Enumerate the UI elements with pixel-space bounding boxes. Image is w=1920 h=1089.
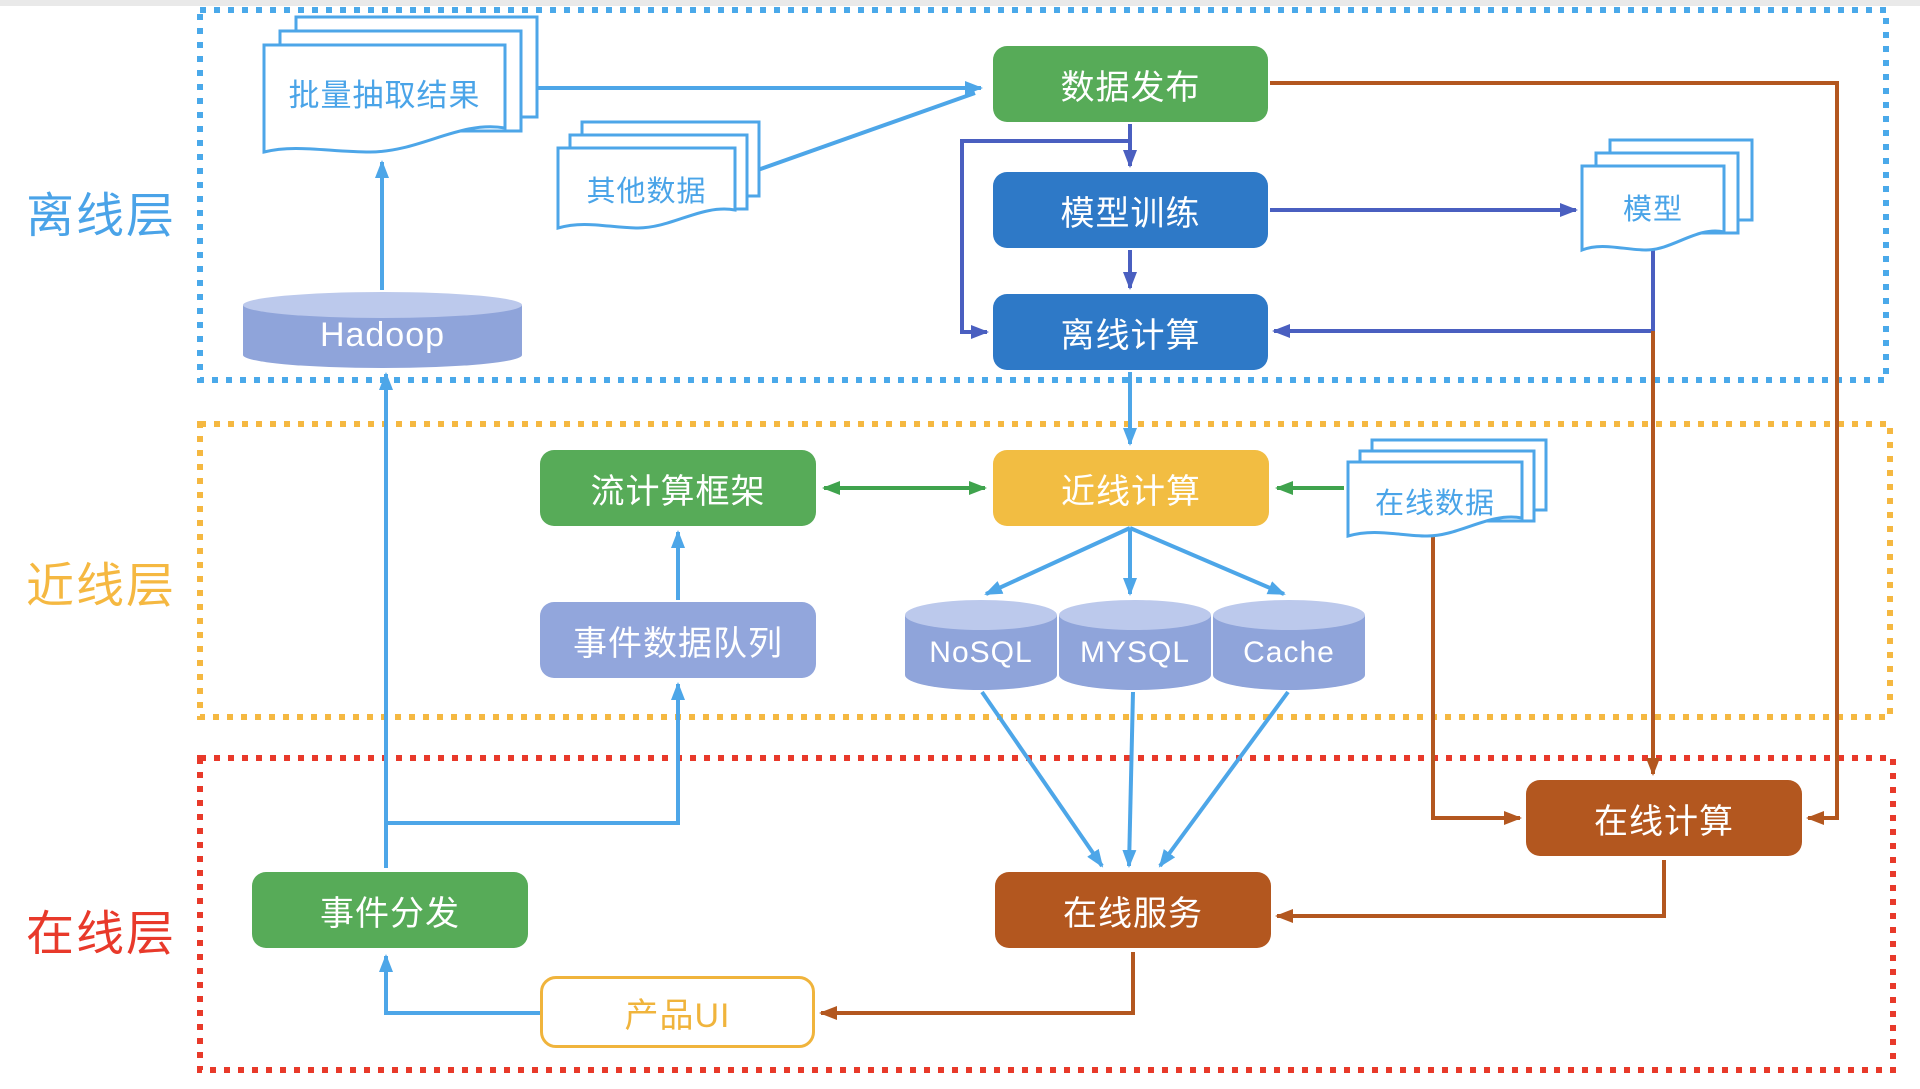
mysql-label: MYSQL: [1079, 636, 1191, 669]
batch-doc-label: 批量抽取结果: [288, 78, 481, 113]
edge-dispatch-to-eventqueue: [386, 682, 685, 825]
light-blue-edges: [375, 81, 1290, 1015]
edge-mysql-to-service: [1122, 691, 1137, 868]
node-online-service: 在线服务: [995, 872, 1271, 948]
offline-layer-border: [197, 7, 1889, 383]
node-model-training: 模型训练: [993, 172, 1268, 248]
edge-model-to-offlinecompute: [1272, 250, 1655, 338]
edge-onlinecompute-to-service: [1275, 860, 1666, 923]
node-nearline-compute: 近线计算: [993, 450, 1269, 526]
nosql-label: NoSQL: [929, 636, 1033, 669]
online-layer-label: 在线层: [26, 908, 177, 961]
nearline-layer-border: [197, 421, 1893, 720]
edge-onlinedata-to-onlinecompute: [1431, 528, 1522, 825]
node-event-dispatch: 事件分发: [252, 872, 528, 948]
onlinedata-doc-label: 在线数据: [1374, 488, 1495, 520]
model-doc-label: 模型: [1622, 194, 1683, 226]
node-event-queue: 事件数据队列: [540, 602, 816, 678]
hadoop-label: Hadoop: [319, 316, 446, 354]
edge-otherdata-to-publish: [751, 91, 976, 174]
mysql-cylinder-body: [1059, 615, 1211, 690]
otherdata-doc-label: 其他数据: [586, 176, 707, 208]
cache-cylinder-body: [1213, 615, 1365, 690]
nosql-cylinder-top: [905, 600, 1057, 630]
model-doc-icon: [1580, 164, 1726, 253]
edge-nearline-to-nosql: [984, 526, 1131, 596]
node-product-ui: 产品UI: [540, 976, 815, 1048]
mysql-cylinder-top: [1059, 600, 1211, 630]
node-online-compute: 在线计算: [1526, 780, 1802, 856]
document-shapes: [262, 15, 1754, 539]
hadoop-cylinder-body: [243, 305, 522, 368]
hadoop-cylinder-top: [243, 292, 522, 318]
node-stream-framework: 流计算框架: [540, 450, 816, 526]
node-data-publish: 数据发布: [993, 46, 1268, 122]
otherdata-doc-icon: [556, 146, 737, 231]
edge-productui-to-dispatch: [379, 954, 540, 1015]
edge-publish-to-offlinecompute: [960, 139, 1130, 339]
brown-edges: [819, 81, 1839, 1020]
edge-nearline-to-cache: [1129, 526, 1286, 596]
top-strip: [0, 0, 1920, 6]
edge-cache-to-service: [1158, 690, 1290, 868]
nearline-layer-label: 近线层: [26, 560, 177, 613]
nosql-cylinder-body: [905, 615, 1057, 690]
onlinedata-doc-icon: [1346, 460, 1524, 539]
edge-service-to-productui: [819, 952, 1135, 1020]
offline-layer-label: 离线层: [26, 190, 177, 243]
cache-label: Cache: [1243, 636, 1335, 669]
node-offline-compute: 离线计算: [993, 294, 1268, 370]
edge-nosql-to-service: [980, 690, 1104, 868]
batch-doc-icon: [262, 43, 507, 154]
cache-cylinder-top: [1213, 600, 1365, 630]
edge-publish-to-onlinecompute: [1270, 81, 1839, 825]
online-layer-border: [197, 755, 1896, 1073]
cylinder-shapes: [243, 292, 1365, 690]
